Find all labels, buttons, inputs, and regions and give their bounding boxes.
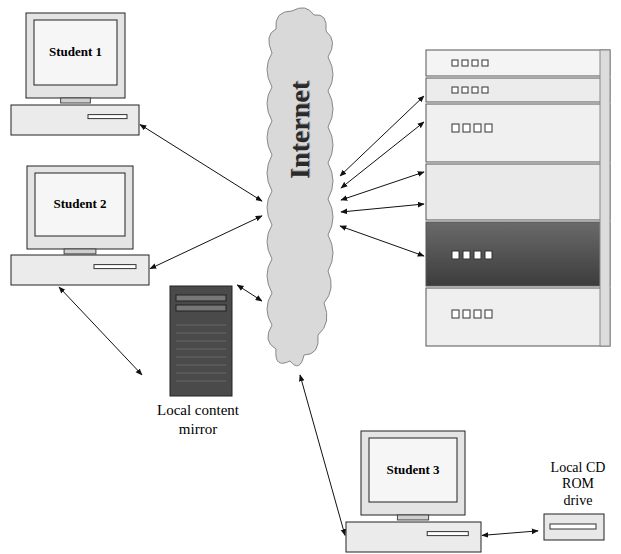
rack-links <box>340 96 424 256</box>
server-rack <box>426 50 610 346</box>
screen: Student 1 <box>36 22 115 83</box>
cloud-shape <box>262 5 338 375</box>
screen: Student 2 <box>37 175 123 234</box>
network-link <box>140 125 262 202</box>
cloud-label-holder: Internet <box>262 35 338 225</box>
student-computer: Student 2 <box>10 165 150 287</box>
network-link <box>150 216 262 269</box>
cloud-label: Internet <box>284 81 316 179</box>
server-tower <box>142 285 254 399</box>
network-link <box>482 531 538 536</box>
network-link <box>300 375 345 535</box>
cd-rom-drive: Local CD ROM drive <box>538 438 618 546</box>
label-holder: Local CD ROM drive <box>538 438 618 510</box>
internet-cloud: Internet <box>262 5 338 375</box>
computer-drawing <box>345 430 482 554</box>
label-holder: Local content mirror <box>142 401 254 443</box>
computer-drawing <box>10 165 150 287</box>
screen-label: Student 2 <box>53 196 107 213</box>
device-label: Local content mirror <box>146 401 250 439</box>
computer-drawing <box>10 12 140 137</box>
network-link <box>59 287 142 375</box>
student-computer: Student 3 <box>345 430 482 554</box>
student-computer: Student 1 <box>10 12 140 137</box>
screen: Student 3 <box>371 440 455 500</box>
screen-label: Student 1 <box>49 44 103 61</box>
device-label: Local CD ROM drive <box>549 460 607 510</box>
mirror-server: Local content mirror <box>142 285 254 440</box>
cd-drive-drawing <box>538 438 618 546</box>
screen-label: Student 3 <box>386 462 440 479</box>
network-link <box>237 285 262 301</box>
